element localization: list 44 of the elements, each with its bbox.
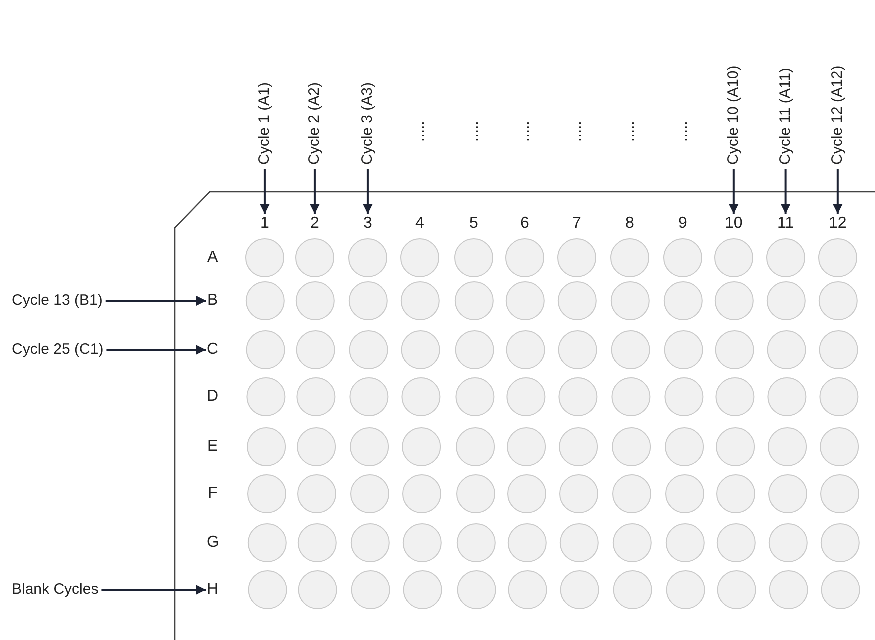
column-number: 9 [678,215,688,233]
ellipsis-dots: ..... [411,121,429,142]
column-number: 10 [725,215,743,233]
arrow [106,345,206,355]
cycle-label: Cycle 2 (A2) [306,82,324,165]
ellipsis-dots: ..... [568,121,586,142]
arrow [780,169,791,214]
cycle-label: Cycle 25 (C1) [12,341,104,359]
row-letter: D [207,388,219,406]
column-number: 2 [310,215,320,233]
column-number: 4 [416,215,424,233]
column-number: 11 [778,215,794,233]
arrow [106,296,206,306]
cycle-label: Cycle 10 (A10) [725,66,743,165]
column-number: 3 [364,215,372,233]
cycle-label: Cycle 12 (A12) [829,66,847,165]
column-number: 5 [470,215,478,233]
arrow [728,169,739,214]
ellipsis-dots: ..... [516,121,534,142]
column-number: 7 [572,215,582,233]
cycle-label: Cycle 13 (B1) [12,292,103,310]
column-number: 12 [829,215,847,233]
column-number: 6 [520,215,530,233]
cycle-label: Cycle 1 (A1) [256,82,274,165]
cycle-label: Cycle 3 (A3) [359,82,377,165]
row-letter: B [208,292,218,310]
arrow [310,169,320,214]
ellipsis-dots: ..... [674,121,692,142]
row-letter: G [207,534,220,552]
row-letter: C [207,341,219,359]
cycle-label: Cycle 11 (A11) [777,68,795,165]
row-letter: F [208,485,218,503]
arrow [260,169,270,214]
row-letter: A [208,249,218,267]
arrow [362,169,373,214]
row-letter: E [208,438,218,456]
column-number: 1 [260,215,270,233]
arrow [832,169,843,214]
cycle-label: Blank Cycles [12,581,99,599]
ellipsis-dots: ..... [465,121,483,142]
ellipsis-dots: ..... [621,121,639,142]
row-letter: H [207,581,219,599]
column-number: 8 [626,215,634,233]
arrow [102,585,206,595]
